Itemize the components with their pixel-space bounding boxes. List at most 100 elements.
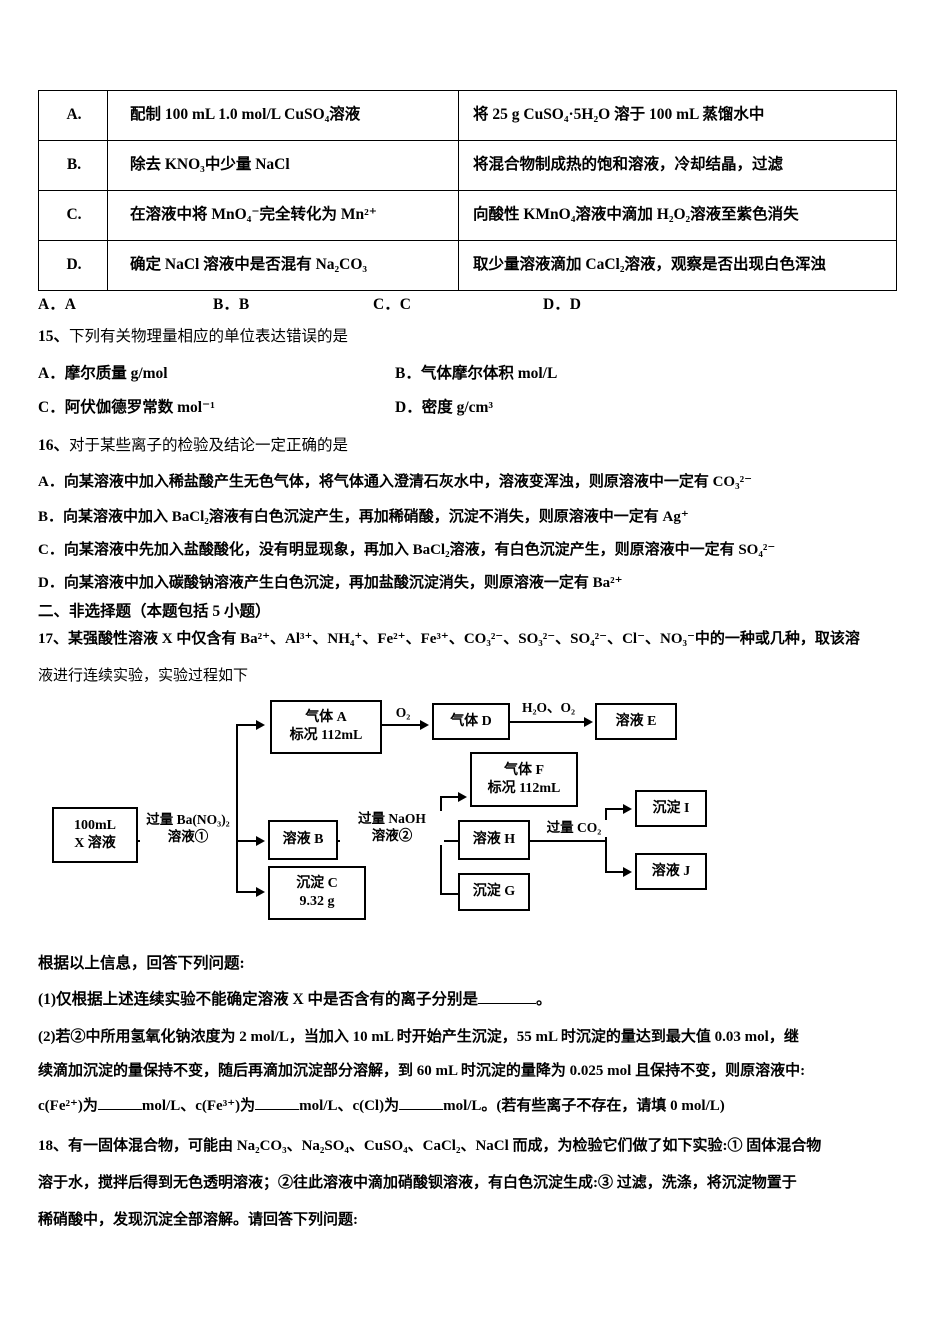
q17-blank-fe2[interactable] bbox=[97, 1109, 142, 1110]
flow-label-naoh-line2: 溶液② bbox=[371, 827, 413, 843]
arrow-to-gas-a-icon bbox=[256, 720, 265, 730]
answer-choice-d[interactable]: D．D bbox=[543, 296, 581, 313]
q16-option-c[interactable]: C．向某溶液中先加入盐酸酸化，没有明显现象，再加入 BaCl₂溶液，有白色沉淀产… bbox=[38, 542, 776, 558]
flow-box-gas-a-line1: 气体 A bbox=[305, 710, 347, 726]
flow-box-precip-g: 沉淀 G bbox=[458, 873, 530, 911]
question-17-stem-line2: 液进行连续实验，实验过程如下 bbox=[38, 668, 249, 684]
row-operation: 将混合物制成热的饱和溶液，冷却结晶，过滤 bbox=[458, 140, 897, 191]
table-row: C. 在溶液中将 MnO₄⁻完全转化为 Mn²⁺ 向酸性 KMnO₄溶液中滴加 … bbox=[38, 190, 897, 241]
flow-label-co2: 过量 CO₂ bbox=[534, 820, 614, 837]
answer-choice-a[interactable]: A．A bbox=[38, 296, 76, 313]
q16-option-a[interactable]: A．向某溶液中加入稀盐酸产生无色气体，将气体通入澄清石灰水中，溶液变浑浊，则原溶… bbox=[38, 474, 752, 490]
q17-sub1-blank[interactable] bbox=[478, 1003, 537, 1004]
flow-box-precip-g-line1: 沉淀 G bbox=[472, 884, 516, 900]
flow-box-solution-j: 溶液 J bbox=[635, 853, 707, 890]
q17-concentration-fe3-label: mol/L、c(Fe³⁺)为 bbox=[141, 1098, 256, 1114]
flow-connector-to-solution-b bbox=[236, 840, 258, 842]
q17-sub-question-1: (1)仅根据上述连续实验不能确定溶液 X 中是否含有的离子分别是 。 bbox=[38, 988, 552, 1011]
flow-connector-gas-d-to-e bbox=[510, 721, 587, 723]
flow-box-solution-h-line1: 溶液 H bbox=[472, 832, 516, 848]
arrow-to-gas-d-icon bbox=[420, 720, 429, 730]
flow-box-gas-f: 气体 F 标况 112mL bbox=[470, 752, 578, 807]
q17-sub1-tail: 。 bbox=[536, 991, 552, 1008]
q17-sub-question-2-line1: (2)若②中所用氢氧化钠浓度为 2 mol/L，当加入 10 mL 时开始产生沉… bbox=[38, 1029, 799, 1045]
flow-box-gas-d: 气体 D bbox=[432, 703, 510, 740]
table-row: D. 确定 NaCl 溶液中是否混有 Na₂CO₃ 取少量溶液滴加 CaCl₂溶… bbox=[38, 240, 897, 291]
row-goal: 确定 NaCl 溶液中是否混有 Na₂CO₃ bbox=[107, 240, 459, 291]
flow-box-gas-f-line2: 标况 112mL bbox=[487, 780, 561, 796]
row-label: D. bbox=[38, 240, 108, 291]
arrow-to-solution-e-icon bbox=[584, 717, 593, 727]
question-17-text: 某强酸性溶液 X 中仅含有 Ba²⁺、Al³⁺、NH₄⁺、Fe²⁺、Fe³⁺、C… bbox=[68, 631, 860, 647]
question-15-text: 下列有关物理量相应的单位表达错误的是 bbox=[69, 328, 349, 345]
option-comparison-table: A. 配制 100 mL 1.0 mol/L CuSO₄溶液 将 25 g Cu… bbox=[38, 90, 897, 291]
flow-box-solution-e-line1: 溶液 E bbox=[615, 713, 657, 729]
row-label: C. bbox=[38, 190, 108, 241]
q17-sub1-text: (1)仅根据上述连续实验不能确定溶液 X 中是否含有的离子分别是 bbox=[38, 991, 479, 1008]
flow-connector-to-solution-j bbox=[605, 871, 625, 873]
flow-box-solution-e: 溶液 E bbox=[595, 703, 677, 740]
question-16-text: 对于某些离子的检验及结论一定正确的是 bbox=[69, 437, 349, 454]
question-15-number: 15、 bbox=[38, 328, 70, 345]
flow-box-solution-h: 溶液 H bbox=[458, 820, 530, 860]
flow-box-precip-i: 沉淀 I bbox=[635, 790, 707, 827]
flow-connector-to-precip-g bbox=[440, 893, 460, 895]
q17-concentration-fe2-label: c(Fe²⁺)为 bbox=[38, 1098, 98, 1114]
question-15-stem: 15、下列有关物理量相应的单位表达错误的是 bbox=[38, 325, 348, 348]
q17-blank-cl[interactable] bbox=[399, 1109, 444, 1110]
flow-connector-trunk-3 bbox=[605, 808, 607, 872]
question-17-stem-line1: 17、某强酸性溶液 X 中仅含有 Ba²⁺、Al³⁺、NH₄⁺、Fe²⁺、Fe³… bbox=[38, 628, 860, 651]
flow-box-solution-b: 溶液 B bbox=[268, 820, 338, 860]
flow-label-o2: O₂ bbox=[386, 705, 420, 722]
q17-blank-fe3[interactable] bbox=[255, 1109, 300, 1110]
arrow-to-precip-c-icon bbox=[256, 887, 265, 897]
q17-concentration-cl-label: mol/L、c(Cl)为 bbox=[299, 1098, 400, 1114]
row-label: A. bbox=[38, 90, 108, 141]
flow-connector-gas-a-to-d bbox=[382, 724, 423, 726]
q15-option-d[interactable]: D．密度 g/cm³ bbox=[395, 399, 494, 416]
flow-label-ba-no3: 过量 Ba(NO₃)₂ 溶液① bbox=[140, 812, 236, 846]
q17-sub-question-2-line2: 续滴加沉淀的量保持不变，随后再滴加沉淀部分溶解，到 60 mL 时沉淀的量降为 … bbox=[38, 1063, 806, 1079]
row-goal: 配制 100 mL 1.0 mol/L CuSO₄溶液 bbox=[107, 90, 459, 141]
q17-sub-question-2-line3: c(Fe²⁺)为 mol/L、c(Fe³⁺)为 mol/L、c(Cl)为 mol/L。… bbox=[38, 1095, 725, 1118]
answer-choice-row-14: A．A B．B C．C D．D bbox=[38, 292, 898, 313]
flow-connector-trunk-2 bbox=[440, 796, 442, 894]
flow-box-gas-a: 气体 A 标况 112mL bbox=[270, 700, 382, 754]
flow-connector-to-precip-i bbox=[605, 808, 625, 810]
q16-option-d[interactable]: D．向某溶液中加入碳酸钠溶液产生白色沉淀，再加盐酸沉淀消失，则原溶液一定有 Ba… bbox=[38, 575, 623, 591]
flow-connector-to-gas-f bbox=[440, 796, 460, 798]
flow-box-gas-f-line1: 气体 F bbox=[503, 762, 545, 778]
flow-label-naoh: 过量 NaOH 溶液② bbox=[340, 811, 444, 845]
question-18-line3: 稀硝酸中，发现沉淀全部溶解。请回答下列问题: bbox=[38, 1212, 358, 1228]
row-operation: 向酸性 KMnO₄溶液中滴加 H₂O₂溶液至紫色消失 bbox=[458, 190, 897, 241]
answer-choice-c[interactable]: C．C bbox=[373, 296, 411, 313]
arrow-to-solution-b-icon bbox=[256, 836, 265, 846]
q15-option-a[interactable]: A．摩尔质量 g/mol bbox=[38, 365, 168, 382]
row-label: B. bbox=[38, 140, 108, 191]
flow-box-gas-a-line2: 标况 112mL bbox=[289, 728, 363, 743]
flow-label-naoh-line1: 过量 NaOH bbox=[358, 811, 426, 826]
flow-connector-stem-3 bbox=[530, 840, 607, 842]
flow-box-precip-c: 沉淀 C 9.32 g bbox=[268, 866, 366, 920]
flow-box-x-solution: 100mL X 溶液 bbox=[52, 807, 138, 863]
row-goal: 在溶液中将 MnO₄⁻完全转化为 Mn²⁺ bbox=[107, 190, 459, 241]
row-operation: 将 25 g CuSO₄·5H₂O 溶于 100 mL 蒸馏水中 bbox=[458, 90, 897, 141]
table-row: B. 除去 KNO₃中少量 NaCl 将混合物制成热的饱和溶液，冷却结晶，过滤 bbox=[38, 140, 897, 191]
flow-box-gas-d-line1: 气体 D bbox=[450, 713, 492, 729]
flow-box-precip-c-line1: 沉淀 C bbox=[296, 876, 338, 892]
flow-box-solution-b-line1: 溶液 B bbox=[282, 832, 324, 848]
arrow-to-solution-j-icon bbox=[623, 867, 632, 877]
flow-box-precip-i-line1: 沉淀 I bbox=[652, 800, 690, 816]
q15-option-b[interactable]: B．气体摩尔体积 mol/L bbox=[395, 365, 558, 382]
row-operation: 取少量溶液滴加 CaCl₂溶液，观察是否出现白色浑浊 bbox=[458, 240, 897, 291]
table-row: A. 配制 100 mL 1.0 mol/L CuSO₄溶液 将 25 g Cu… bbox=[38, 90, 897, 141]
question-18-line1: 18、有一固体混合物，可能由 Na₂CO₃、Na₂SO₄、CuSO₄、CaCl₂… bbox=[38, 1135, 821, 1158]
q15-option-c[interactable]: C．阿伏伽德罗常数 mol⁻¹ bbox=[38, 399, 215, 416]
flow-box-x-solution-line1: 100mL bbox=[74, 818, 116, 834]
q16-option-b[interactable]: B．向某溶液中加入 BaCl₂溶液有白色沉淀产生，再加稀硝酸，沉淀不消失，则原溶… bbox=[38, 509, 689, 525]
question-18-number: 18、 bbox=[38, 1138, 69, 1154]
experiment-flowchart: 100mL X 溶液 过量 Ba(NO₃)₂ 溶液① 气体 A 标况 112mL… bbox=[0, 693, 950, 933]
q17-concentration-note: mol/L。(若有些离子不存在，请填 0 mol/L) bbox=[443, 1098, 725, 1114]
answer-choice-b[interactable]: B．B bbox=[213, 296, 250, 313]
